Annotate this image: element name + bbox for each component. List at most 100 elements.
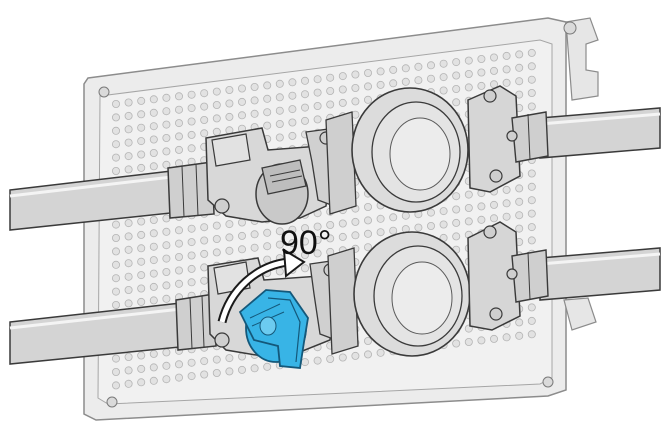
panel-hole bbox=[502, 199, 511, 208]
rotation-angle-label: 90° bbox=[280, 224, 331, 262]
panel-hole bbox=[338, 219, 347, 228]
panel-hole bbox=[452, 192, 461, 201]
panel-hole bbox=[313, 88, 322, 97]
panel-hole bbox=[187, 358, 196, 367]
panel-hole bbox=[200, 276, 209, 285]
panel-hole bbox=[162, 375, 171, 384]
panel-hole bbox=[326, 220, 335, 229]
panel-hole bbox=[174, 239, 183, 248]
panel-hole bbox=[363, 350, 372, 359]
panel-hole bbox=[137, 137, 146, 146]
panel-hole bbox=[401, 77, 410, 86]
panel-hole bbox=[162, 241, 171, 250]
panel-hole bbox=[489, 214, 498, 223]
panel-hole bbox=[389, 226, 398, 235]
panel-hole bbox=[187, 238, 196, 247]
panel-hole bbox=[363, 229, 372, 238]
panel-hole bbox=[250, 109, 259, 118]
panel-hole bbox=[124, 259, 133, 268]
panel-hole bbox=[149, 162, 158, 171]
panel-hole bbox=[489, 200, 498, 209]
panel-hole bbox=[326, 100, 335, 109]
panel-hole bbox=[137, 244, 146, 253]
panel-hole bbox=[389, 213, 398, 222]
panel-hole bbox=[300, 224, 309, 233]
panel-hole bbox=[124, 285, 133, 294]
panel-hole bbox=[112, 287, 121, 296]
panel-hole bbox=[124, 232, 133, 241]
panel-hole bbox=[250, 243, 259, 252]
panel-hole bbox=[137, 217, 146, 226]
panel-hole bbox=[187, 117, 196, 126]
panel-hole bbox=[112, 381, 121, 390]
panel-hole bbox=[174, 119, 183, 128]
panel-hole bbox=[212, 87, 221, 96]
panel-hole bbox=[225, 86, 234, 95]
panel-hole bbox=[351, 217, 360, 226]
panel-hole bbox=[174, 360, 183, 369]
panel-hole bbox=[502, 51, 511, 60]
panel-hole bbox=[389, 79, 398, 88]
panel-hole bbox=[187, 130, 196, 139]
panel-hole bbox=[263, 121, 272, 130]
panel-hole bbox=[250, 83, 259, 92]
panel-hole bbox=[426, 221, 435, 230]
panel-hole bbox=[124, 379, 133, 388]
panel-hole bbox=[502, 185, 511, 194]
panel-hole bbox=[288, 118, 297, 127]
panel-hole bbox=[124, 138, 133, 147]
panel-hole bbox=[225, 354, 234, 363]
panel-hole bbox=[401, 64, 410, 73]
panel-hole bbox=[288, 131, 297, 140]
panel-hole bbox=[439, 59, 448, 68]
panel-hole bbox=[149, 135, 158, 144]
panel-hole bbox=[124, 111, 133, 120]
panel-hole bbox=[275, 227, 284, 236]
panel-hole bbox=[300, 116, 309, 125]
panel-hole bbox=[200, 223, 209, 232]
panel-hole bbox=[527, 169, 536, 178]
panel-hole bbox=[288, 105, 297, 114]
panel-hole bbox=[137, 257, 146, 266]
lower-water-meter bbox=[327, 231, 471, 357]
panel-hole bbox=[225, 112, 234, 121]
panel-hole bbox=[124, 299, 133, 308]
panel-hole bbox=[426, 61, 435, 70]
panel-hole bbox=[338, 72, 347, 81]
panel-hole bbox=[477, 55, 486, 64]
panel-hole bbox=[477, 202, 486, 211]
panel-hole bbox=[515, 77, 524, 86]
panel-hole bbox=[275, 240, 284, 249]
panel-hole bbox=[300, 250, 309, 259]
panel-hole bbox=[237, 84, 246, 93]
panel-hole bbox=[452, 98, 461, 107]
panel-hole bbox=[112, 274, 121, 283]
panel-hole bbox=[527, 236, 536, 245]
panel-hole bbox=[212, 234, 221, 243]
panel-hole bbox=[263, 362, 272, 371]
panel-hole bbox=[376, 67, 385, 76]
panel-hole bbox=[515, 90, 524, 99]
panel-hole bbox=[200, 236, 209, 245]
panel-hole bbox=[137, 163, 146, 172]
panel-hole bbox=[187, 104, 196, 113]
panel-hole bbox=[137, 378, 146, 387]
panel-hole bbox=[527, 223, 536, 232]
panel-hole bbox=[489, 334, 498, 343]
panel-hole bbox=[212, 248, 221, 257]
panel-hole bbox=[162, 348, 171, 357]
panel-hole bbox=[502, 78, 511, 87]
panel-hole bbox=[250, 96, 259, 105]
panel-hole bbox=[174, 92, 183, 101]
panel-hole bbox=[124, 245, 133, 254]
panel-hole bbox=[414, 223, 423, 232]
panel-hole bbox=[174, 145, 183, 154]
panel-hole bbox=[237, 97, 246, 106]
panel-hole bbox=[162, 93, 171, 102]
panel-hole bbox=[162, 227, 171, 236]
panel-hole bbox=[137, 150, 146, 159]
panel-hole bbox=[237, 365, 246, 374]
panel-hole bbox=[112, 300, 121, 309]
panel-hole bbox=[439, 86, 448, 95]
